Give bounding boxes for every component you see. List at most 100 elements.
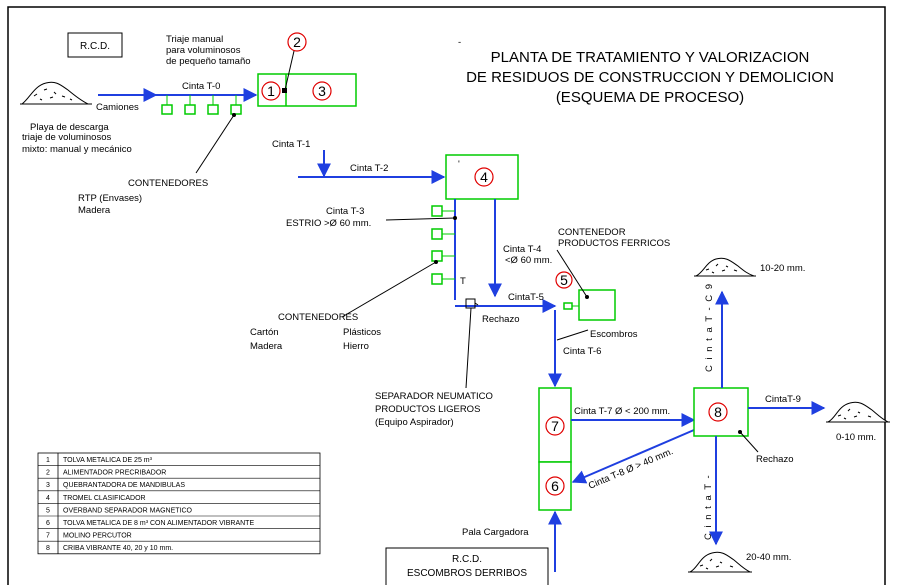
marker-1-label: 1 <box>267 83 275 99</box>
contenedores-2-madera: Madera <box>250 341 283 352</box>
contenedores-2-plasticos: Plásticos <box>343 327 381 338</box>
legend-number: 6 <box>46 520 50 527</box>
contenedores-1-madera: Madera <box>78 205 111 216</box>
marker-1 <box>261 81 281 101</box>
leader-separador <box>465 307 472 389</box>
leader-cinta-t3 <box>385 217 456 221</box>
cinta-t8-arrow <box>571 429 695 484</box>
rcd-bottom-line-1: R.C.D. <box>452 554 482 565</box>
leader-rechazo-8 <box>739 431 759 453</box>
marker-3 <box>312 81 332 101</box>
contenedores-1-rtp: RTP (Envases) <box>78 193 142 204</box>
cinta-t2-label: Cinta T-2 <box>350 163 388 174</box>
triaje-line-1: Triaje manual <box>166 34 223 45</box>
marker-2 <box>287 32 307 52</box>
marker-8 <box>708 402 728 422</box>
leader-contenedores-1 <box>195 114 235 174</box>
pile-20-40-icon <box>688 551 752 573</box>
separador-tick <box>474 302 479 306</box>
title-line-2: DE RESIDUOS DE CONSTRUCCION Y DEMOLICION <box>466 69 834 86</box>
rcd-top-box <box>67 32 123 58</box>
rechazo-label-2: Rechazo <box>756 454 794 465</box>
ferricos-line-1: CONTENEDOR <box>558 227 626 238</box>
playa-line-2: triaje de voluminosos <box>22 132 111 143</box>
page-border <box>7 6 886 585</box>
cinta-t3-sub: ESTRIO >Ø 60 mm. <box>286 218 371 229</box>
legend-number: 8 <box>46 545 50 552</box>
legend-description: QUEBRANTADORA DE MANDIBULAS <box>63 482 185 489</box>
contenedores-2-hierro: Hierro <box>343 341 369 352</box>
cinta-t5-label: CintaT-5 <box>508 292 544 303</box>
small-mark: - <box>458 37 461 48</box>
legend-description: TROMEL CLASIFICADOR <box>63 495 146 502</box>
equipment-4-box <box>445 154 519 200</box>
ferricos-line-2: PRODUCTOS FERRICOS <box>558 238 670 249</box>
separador-line-3: (Equipo Aspirador) <box>375 417 454 428</box>
pala-label: Pala Cargadora <box>462 527 529 538</box>
pile-0-10-icon <box>826 401 890 423</box>
equipment-1-3-box <box>257 73 357 107</box>
leader-dot-8 <box>738 430 742 434</box>
playa-line-3: mixto: manual y mecánico <box>22 144 132 155</box>
legend-number: 3 <box>46 482 50 489</box>
rcd-bottom-line-2: ESCOMBROS DERRIBOS <box>407 568 527 579</box>
marker-5-label: 5 <box>560 272 568 288</box>
playa-line-1: Playa de descarga <box>30 122 109 133</box>
sorting-containers-top <box>161 95 242 115</box>
marker-5 <box>555 271 573 289</box>
cinta-t3-label: Cinta T-3 <box>326 206 364 217</box>
cinta-t0-label: Cinta T-0 <box>182 81 220 92</box>
leader-escombros <box>556 329 589 341</box>
legend-number: 4 <box>46 495 50 502</box>
rechazo-label-1: Rechazo <box>482 314 520 325</box>
marker-4 <box>474 167 494 187</box>
contenedores-2-title: CONTENEDORES <box>278 312 358 323</box>
leader-dot-1 <box>232 113 236 117</box>
legend-number: 7 <box>46 533 50 540</box>
output-20-40-label: 20-40 mm. <box>746 552 791 563</box>
legend-description: TOLVA METALICA DE 25 m³ <box>63 457 153 464</box>
marker-4-label: 4 <box>480 169 488 185</box>
legend-description: TOLVA METALICA DE 8 m³ CON ALIMENTADOR V… <box>63 520 254 527</box>
leader-dot-t3 <box>453 216 457 220</box>
overband-magnet <box>563 302 573 310</box>
marker-2-label: 2 <box>293 34 301 50</box>
leader-ferricos <box>556 249 588 298</box>
marker-7 <box>545 416 565 436</box>
leader-dot-2 <box>434 260 438 264</box>
cinta-t8-label: Cinta T-8 Ø > 40 mm. <box>587 446 675 492</box>
equipment-5-box <box>578 289 616 321</box>
separador-line-2: PRODUCTOS LIGEROS <box>375 404 480 415</box>
legend-description: MOLINO PERCUTOR <box>63 533 132 540</box>
marker-3-label: 3 <box>318 83 326 99</box>
leader-contenedores-2 <box>341 261 437 318</box>
marker-8-label: 8 <box>714 404 722 420</box>
tick-t3: T <box>460 276 466 287</box>
marker-7-label: 7 <box>551 418 559 434</box>
cinta-t4-sub: <Ø 60 mm. <box>505 255 552 266</box>
legend-description: OVERBAND SEPARADOR MAGNETICO <box>63 507 193 514</box>
pile-10-20-icon <box>694 257 756 277</box>
cinta-t1-label: Cinta T-1 <box>272 139 310 150</box>
legend-description: ALIMENTADOR PRECRIBADOR <box>63 470 166 477</box>
cinta-bottom-label: C i n t a T - <box>703 474 714 540</box>
contenedores-1-title: CONTENEDORES <box>128 178 208 189</box>
legend-number: 5 <box>46 507 50 514</box>
unloading-pile-icon <box>20 81 92 105</box>
cinta-c9-label: C i n t a T - C 9 <box>704 282 715 372</box>
tick-mark: ' <box>458 159 460 170</box>
sorting-containers-side <box>431 205 455 285</box>
legend-description: CRIBA VIBRANTE 40, 20 y 10 mm. <box>63 545 173 552</box>
title-line-3: (ESQUEMA DE PROCESO) <box>556 89 744 106</box>
cinta-t9-label: CintaT-9 <box>765 394 801 405</box>
rcd-top-label: R.C.D. <box>80 41 110 52</box>
cinta-t7-label: Cinta T-7 Ø < 200 mm. <box>574 406 670 417</box>
camiones-label: Camiones <box>96 102 139 113</box>
precribador-point <box>282 88 287 93</box>
equipment-6-box <box>538 461 572 511</box>
marker-6 <box>545 476 565 496</box>
marker-6-label: 6 <box>551 478 559 494</box>
diagram-title: PLANTA DE TRATAMIENTO Y VALORIZACION DE … <box>466 49 834 106</box>
